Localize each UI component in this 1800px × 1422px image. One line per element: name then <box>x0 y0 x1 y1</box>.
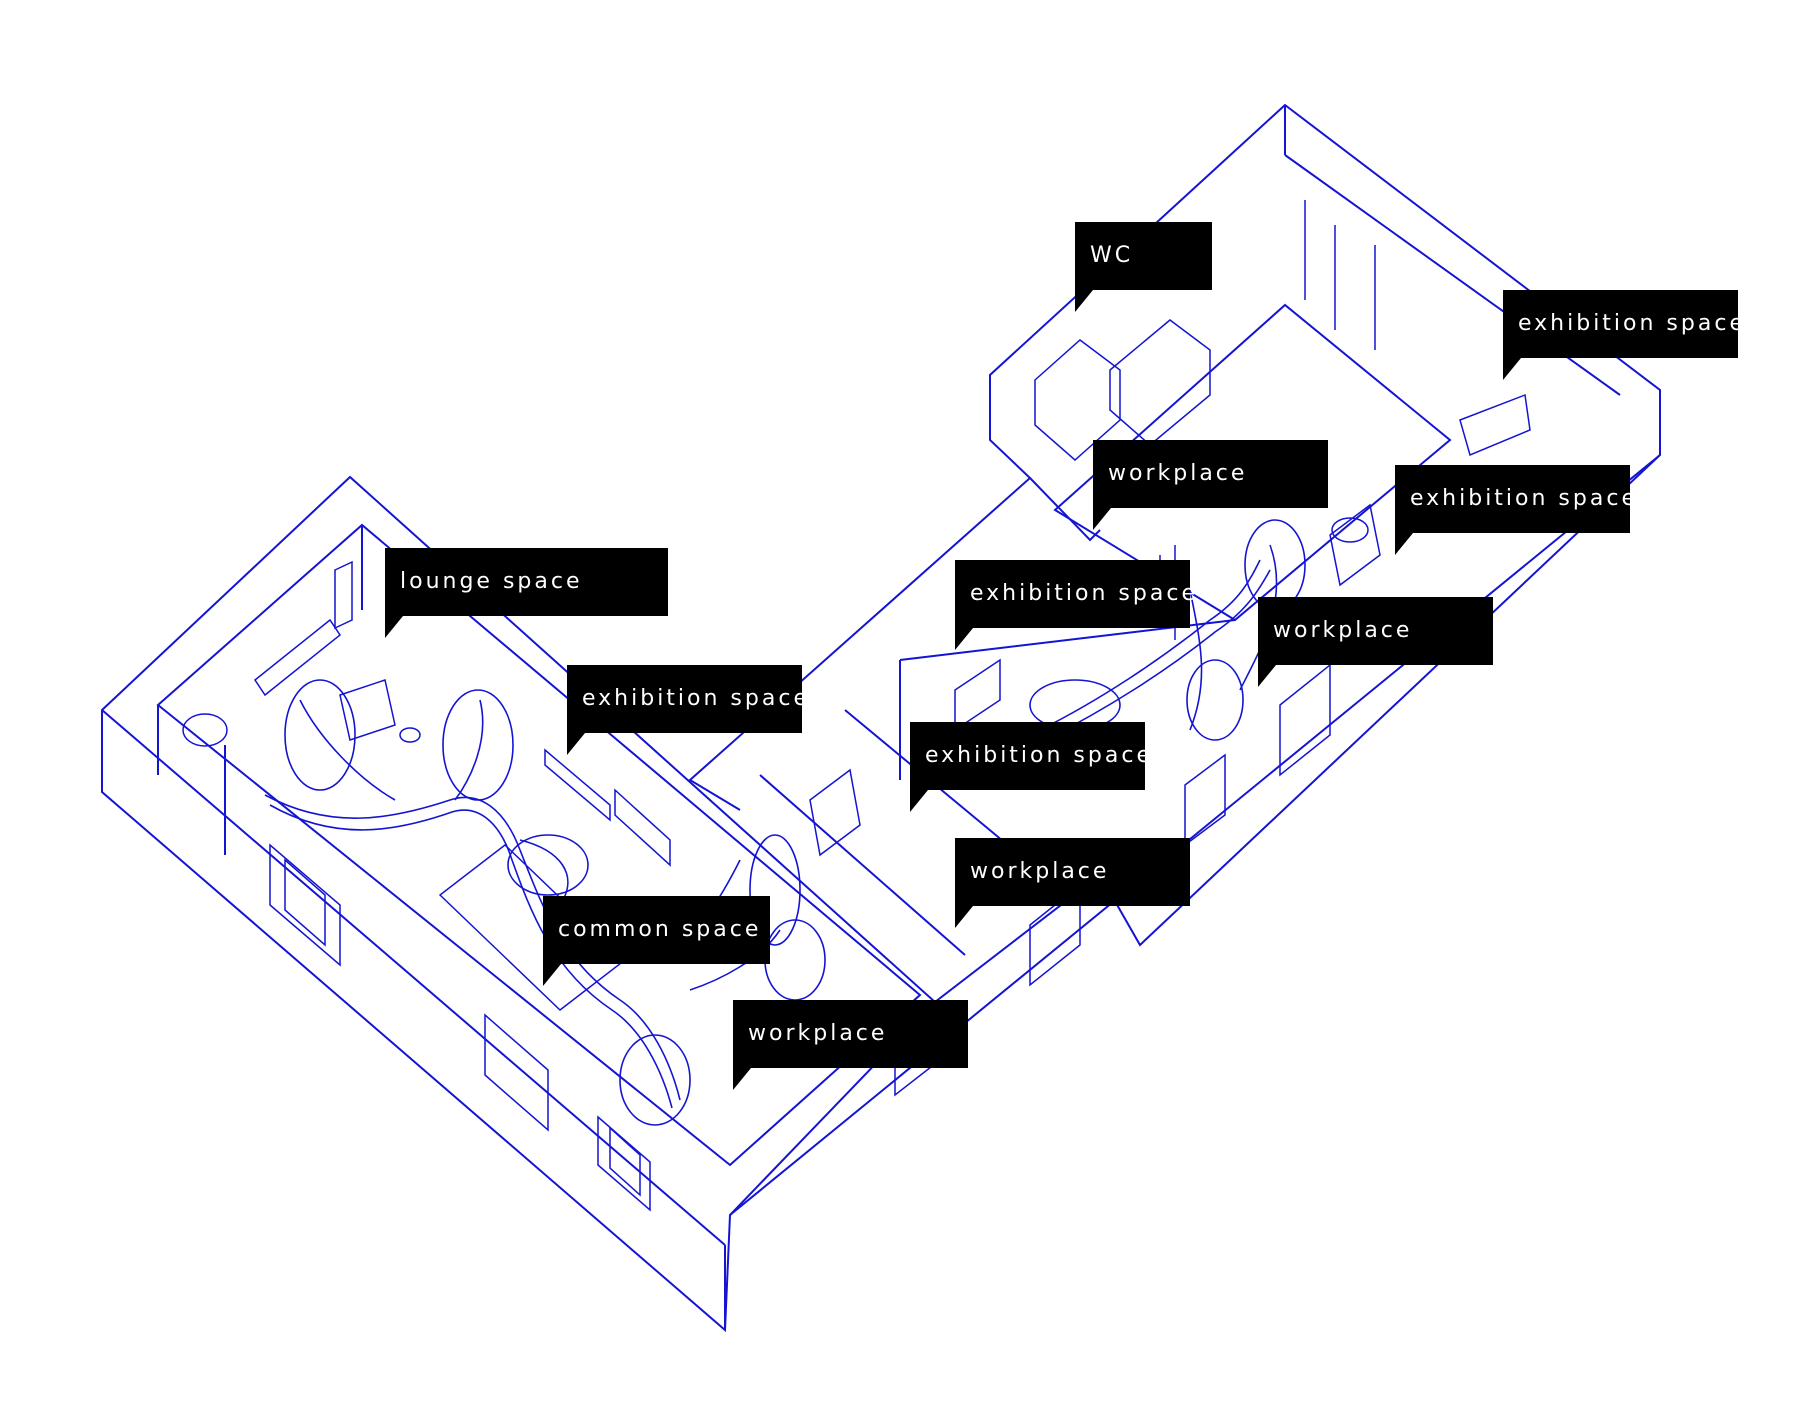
label-tail <box>955 906 973 928</box>
label-tail <box>1258 665 1276 687</box>
label-workplace: workplace <box>1258 597 1493 665</box>
label-exhibition-space: exhibition space <box>910 722 1150 790</box>
label-exhibition-space: exhibition space <box>955 560 1195 628</box>
label-tail <box>1395 533 1413 555</box>
label-tail <box>567 733 585 755</box>
label-workplace: workplace <box>733 1000 968 1068</box>
label-exhibition-space: exhibition space <box>1395 465 1635 533</box>
label-wc: WC <box>1075 222 1212 290</box>
label-tail <box>733 1068 751 1090</box>
label-tail <box>955 628 973 650</box>
label-tail <box>910 790 928 812</box>
label-tail <box>1093 508 1111 530</box>
label-tail <box>1075 290 1093 312</box>
label-workplace: workplace <box>955 838 1190 906</box>
label-exhibition-space: exhibition space <box>1503 290 1743 358</box>
label-exhibition-space: exhibition space <box>567 665 807 733</box>
label-tail <box>543 964 561 986</box>
label-tail <box>1503 358 1521 380</box>
label-tail <box>385 616 403 638</box>
label-common-space: common space <box>543 896 770 964</box>
label-workplace: workplace <box>1093 440 1328 508</box>
label-lounge-space: lounge space <box>385 548 668 616</box>
